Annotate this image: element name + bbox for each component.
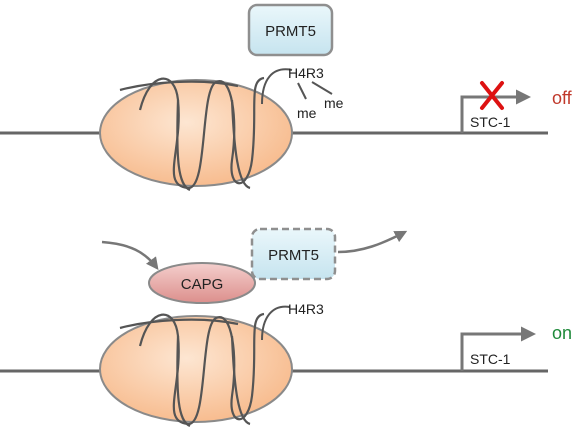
histone-tail — [261, 305, 291, 341]
nucleosome — [99, 79, 293, 187]
methyl-label-1: me — [297, 105, 317, 121]
prmt5-leaving-arrow — [337, 230, 408, 254]
dna-wraps — [119, 76, 265, 192]
status-on-label: on — [552, 323, 572, 343]
prmt5-label: PRMT5 — [265, 23, 316, 40]
capg-label: CAPG — [181, 276, 224, 293]
red-x-icon — [480, 81, 504, 110]
prmt5-box — [247, 3, 334, 57]
gene-label-bottom: STC-1 — [470, 351, 511, 367]
promoter-arrow — [460, 89, 531, 133]
promoter-arrow — [460, 326, 536, 371]
histone-tail — [261, 68, 293, 105]
gene-label-top: STC-1 — [470, 114, 511, 130]
status-off-label: off — [552, 88, 573, 108]
bottom-panel: H4R3 CAPG PRMT5 on STC-1 — [0, 227, 572, 428]
nucleosome — [99, 315, 293, 423]
prmt5-label: PRMT5 — [268, 247, 319, 264]
histone-mark-label: H4R3 — [288, 301, 324, 317]
capg-incoming-arrow — [101, 240, 159, 270]
top-panel: PRMT5 H4R3 me me off STC-1 — [0, 3, 573, 192]
methyl-label-2: me — [324, 95, 344, 111]
dna-wraps — [119, 312, 265, 428]
methyl-bond-2 — [311, 81, 333, 95]
prmt5-box-dashed — [250, 227, 337, 281]
methyl-bond-1 — [297, 82, 307, 100]
histone-mark-label: H4R3 — [288, 65, 324, 81]
capg-protein — [148, 262, 256, 304]
